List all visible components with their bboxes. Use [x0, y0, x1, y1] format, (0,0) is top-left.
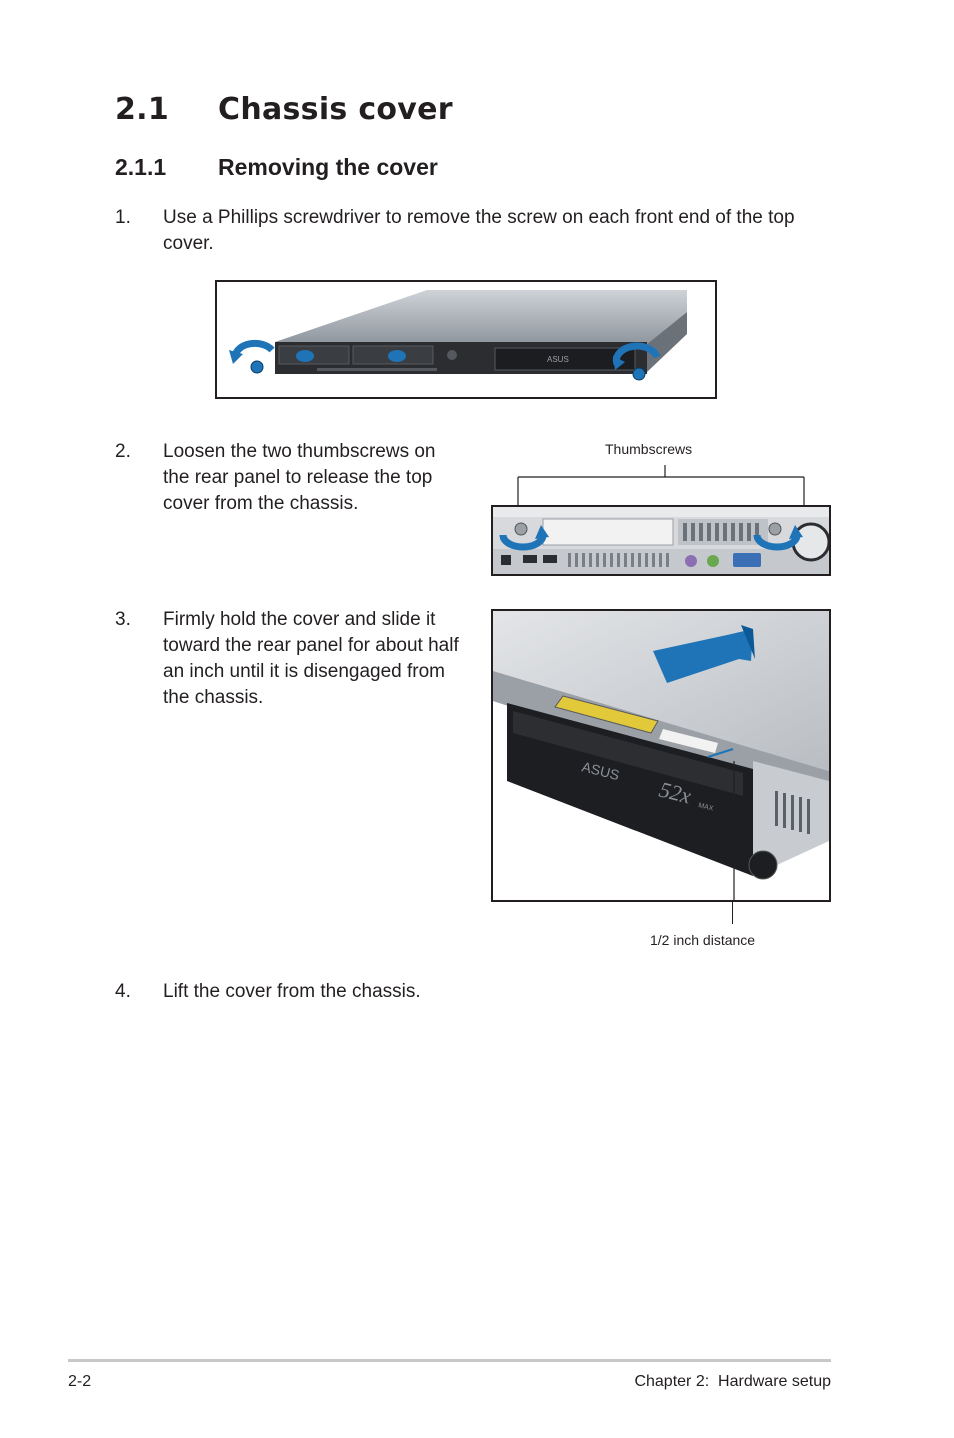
step-number: 4. — [115, 981, 131, 1002]
screw-icon — [250, 360, 264, 374]
thumbscrews-callout-bracket — [517, 465, 805, 505]
step-text: Use a Phillips screwdriver to remove the… — [163, 205, 795, 257]
subsection-number: 2.1.1 — [115, 154, 167, 180]
figure-brand-label: ASUS — [547, 355, 569, 364]
section-number: 2.1 — [115, 92, 170, 127]
footer-page-number: 2-2 — [68, 1373, 92, 1390]
step-text: Firmly hold the cover and slide it towar… — [163, 607, 459, 711]
step-line: cover. — [163, 233, 214, 254]
step-line: the chassis. — [163, 687, 264, 708]
distance-marker — [707, 748, 734, 758]
step-line: an inch until it is disengaged from — [163, 661, 445, 682]
distance-leader-line — [732, 902, 733, 924]
subsection-heading: 2.1.1 Removing the cover — [115, 154, 438, 181]
rotate-arrow-icon — [499, 534, 547, 551]
step-number: 1. — [115, 207, 131, 228]
step-line: Use a Phillips screwdriver to remove the… — [163, 207, 795, 228]
subsection-title: Removing the cover — [218, 154, 438, 180]
step-3: 3. Firmly hold the cover and slide it to… — [115, 607, 485, 715]
top-cover — [275, 290, 687, 344]
screw-icon — [632, 367, 646, 381]
server-front-illustration: ASUS — [229, 290, 687, 381]
step-line: Loosen the two thumbscrews on — [163, 441, 436, 462]
figure-rear-panel — [491, 505, 831, 576]
slide-direction-arrow-icon — [653, 629, 753, 683]
step-line: Firmly hold the cover and slide it — [163, 609, 436, 630]
rear-panel-illustration — [493, 507, 829, 574]
step-text: Lift the cover from the chassis. — [163, 979, 421, 1005]
step-number: 3. — [115, 609, 131, 630]
step-4: 4. Lift the cover from the chassis. — [115, 979, 715, 1009]
caption-thumbscrews: Thumbscrews — [605, 441, 693, 457]
figure-front-view: ASUS — [215, 280, 717, 399]
caption-distance: 1/2 inch distance — [650, 932, 756, 948]
footer-chapter: Chapter 2: Hardware setup — [634, 1373, 831, 1390]
step-line: toward the rear panel for about half — [163, 635, 459, 656]
figure-slide-cover: ASUS 52x MAX — [491, 609, 831, 902]
step-line: Lift the cover from the chassis. — [163, 981, 421, 1002]
step-line: the rear panel to release the top — [163, 467, 433, 488]
drive-speed-suffix: MAX — [698, 802, 715, 813]
rotate-arrow-icon — [753, 534, 801, 551]
slide-cover-illustration: ASUS 52x MAX — [493, 611, 829, 900]
section-title: Chassis cover — [218, 92, 453, 127]
footer-divider — [68, 1359, 831, 1362]
step-1: 1. Use a Phillips screwdriver to remove … — [115, 205, 835, 261]
step-number: 2. — [115, 441, 131, 462]
step-text: Loosen the two thumbscrews on the rear p… — [163, 439, 436, 517]
step-2: 2. Loosen the two thumbscrews on the rea… — [115, 439, 485, 521]
step-line: cover from the chassis. — [163, 493, 359, 514]
section-heading: 2.1 Chassis cover — [115, 92, 453, 127]
